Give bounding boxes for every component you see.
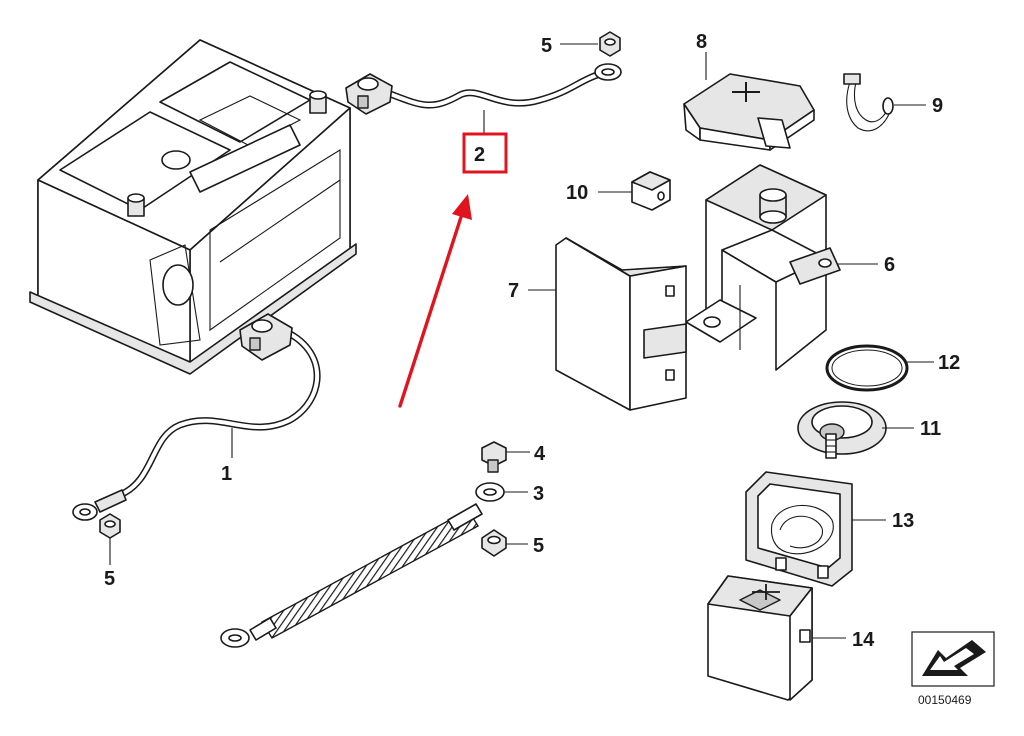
callout-3: 3 (533, 483, 544, 505)
callout-14: 14 (852, 629, 875, 651)
callout-11: 11 (920, 418, 941, 440)
positive-cable-clamp (345, 73, 393, 115)
ground-cable-clamp (239, 313, 293, 361)
callout-2: 2 (474, 144, 485, 166)
cable-clip (843, 73, 894, 132)
callout-4: 4 (534, 443, 546, 465)
callout-5-top: 5 (541, 35, 552, 57)
callout-6: 6 (884, 254, 895, 276)
leader-lines (109, 43, 934, 639)
highlight-arrow (398, 194, 472, 408)
battery-terminal-right (309, 90, 327, 114)
ground-strap (220, 482, 505, 648)
callout-7: 7 (508, 280, 519, 302)
plus-icon (732, 82, 760, 102)
nut-left (99, 513, 121, 539)
orientation-arrow-icon (911, 631, 995, 687)
ground-cable (72, 313, 321, 521)
terminal-housing (685, 164, 841, 371)
terminal-cap (707, 575, 813, 701)
positive-cable-eyelet (594, 63, 622, 81)
diagram-code: 00150469 (918, 693, 972, 707)
positive-cable (345, 63, 622, 115)
nut-top (599, 31, 621, 57)
sealing-ring (825, 344, 909, 392)
cover-plate (555, 237, 687, 411)
terminal-holder (745, 471, 853, 587)
terminal-cover (683, 73, 815, 151)
battery (29, 39, 357, 375)
callout-10: 10 (566, 182, 588, 204)
plus-icon (752, 584, 780, 600)
spacer-block (631, 171, 671, 211)
terminal-bolt (797, 401, 887, 459)
ground-cable-eyelet (72, 489, 127, 521)
callout-13: 13 (892, 510, 914, 532)
terminal-post (759, 188, 787, 224)
callout-12: 12 (938, 352, 960, 374)
callout-5-middle: 5 (533, 535, 544, 557)
bolt (481, 441, 507, 473)
callout-5-left: 5 (104, 568, 115, 590)
callout-8: 8 (696, 31, 707, 53)
callout-1: 1 (221, 463, 232, 485)
callout-9: 9 (932, 95, 943, 117)
nut-middle (481, 529, 507, 557)
battery-terminal-left (127, 193, 145, 217)
highlight-box (462, 132, 508, 174)
